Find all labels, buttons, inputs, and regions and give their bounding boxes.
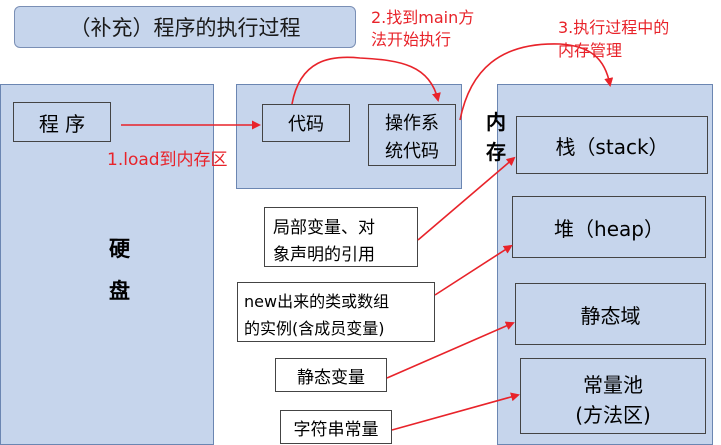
heap-label: 堆（heap） — [554, 216, 664, 241]
item-new-instances-line-1: new出来的类或数组 — [244, 292, 390, 311]
annotation-step3-line1: 3.执行过程中的 — [558, 18, 670, 37]
item-new-instances-line-2: 的实例(含成员变量) — [244, 319, 385, 338]
title-text: （补充）程序的执行过程 — [69, 16, 301, 40]
program-box: 程 序 — [13, 102, 111, 142]
item-string-constants-label: 字符串常量 — [293, 419, 379, 440]
annotation-step2-line1: 2.找到main方 — [371, 8, 475, 27]
annotation-step1: 1.load到内存区 — [107, 150, 228, 170]
item-local-vars-line-2: 象声明的引用 — [273, 245, 375, 265]
stack-label: 栈（stack） — [555, 134, 669, 159]
static-label: 静态域 — [580, 303, 641, 328]
item-string-constants: 字符串常量 — [280, 410, 392, 444]
disk-label-1: 硬 — [109, 237, 130, 261]
title-box: （补充）程序的执行过程 — [14, 6, 356, 48]
static-region: 静态域 — [515, 283, 706, 345]
item-static-vars: 静态变量 — [275, 358, 387, 392]
item-local-vars-line-1: 局部变量、对 — [273, 218, 375, 238]
constant-pool-region: 常量池 (方法区) — [520, 358, 706, 434]
program-label: 程 序 — [38, 111, 86, 136]
item-static-vars-label: 静态变量 — [297, 367, 365, 388]
item-new-instances: new出来的类或数组 的实例(含成员变量) — [237, 282, 435, 342]
disk-label-2: 盘 — [109, 279, 130, 303]
annotation-step2-line2: 法开始执行 — [371, 30, 452, 49]
constant-pool-label-2: (方法区) — [575, 403, 651, 427]
code-box: 代码 — [262, 104, 350, 142]
constant-pool-label-1: 常量池 — [583, 373, 643, 397]
os-code-label-2: 统代码 — [385, 141, 439, 162]
item-local-vars: 局部变量、对 象声明的引用 — [264, 207, 418, 267]
stack-region: 栈（stack） — [516, 116, 708, 174]
memory-label-2: 存 — [486, 140, 506, 164]
os-code-box: 操作系 统代码 — [368, 104, 456, 166]
annotation-step3-line2: 内存管理 — [558, 41, 623, 60]
disk-panel — [0, 84, 214, 445]
os-code-label-1: 操作系 — [385, 113, 439, 134]
memory-label-1: 内 — [486, 110, 506, 134]
code-label: 代码 — [288, 114, 324, 135]
heap-region: 堆（heap） — [512, 196, 706, 258]
